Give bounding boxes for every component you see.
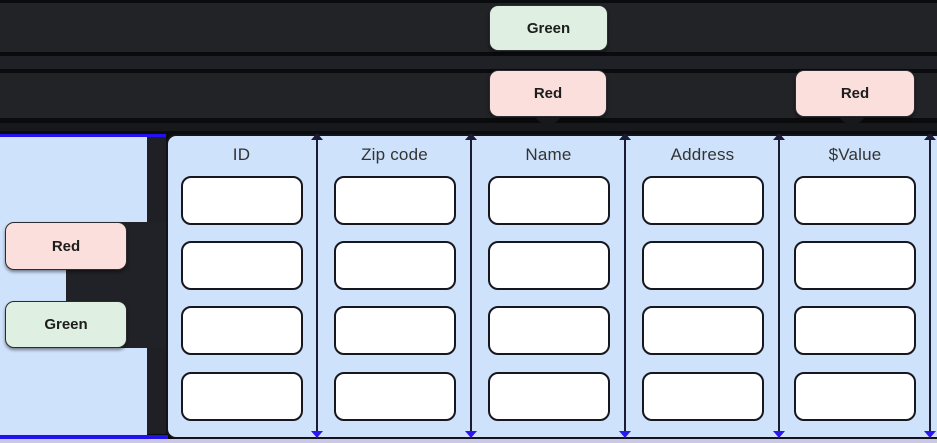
- cell-box[interactable]: [333, 241, 456, 290]
- column-header-name: Name: [525, 144, 572, 164]
- column-divider: [929, 136, 931, 437]
- cell-box[interactable]: [180, 306, 303, 356]
- red-chip-over-name-column[interactable]: Red: [489, 70, 607, 117]
- cell-box[interactable]: [794, 175, 916, 225]
- top-lane-4: [0, 123, 937, 131]
- connector-arrow-up-icon: [465, 133, 477, 140]
- cell-box[interactable]: [487, 371, 610, 421]
- top-lane-2: [0, 56, 937, 69]
- connector-arrow-up-icon: [311, 133, 323, 140]
- cell-box[interactable]: [641, 306, 764, 356]
- cell-box[interactable]: [487, 175, 610, 225]
- cell-box[interactable]: [180, 371, 303, 421]
- table-column-id: ID: [167, 134, 316, 437]
- red-chip-over-value-label: Red: [840, 85, 870, 102]
- cell-box[interactable]: [641, 371, 764, 421]
- cell-box[interactable]: [794, 306, 916, 356]
- panel-bottom-accent-line: [0, 435, 168, 439]
- bottom-strip: [0, 438, 937, 443]
- green-chip-side-panel[interactable]: Green: [5, 301, 127, 348]
- column-divider: [624, 136, 626, 437]
- down-arrow-to-name-column: [535, 117, 561, 131]
- cell-box[interactable]: [794, 371, 916, 421]
- column-divider: [778, 136, 780, 437]
- connector-arrow-up-icon: [619, 133, 631, 140]
- connector-arrow-down-icon: [773, 431, 785, 438]
- connector-arrow-down-icon: [311, 431, 323, 438]
- cell-box[interactable]: [641, 175, 764, 225]
- red-chip-side-label: Red: [51, 237, 81, 255]
- cell-box[interactable]: [333, 371, 456, 421]
- cell-box[interactable]: [794, 241, 916, 290]
- connector-arrow-down-icon: [465, 431, 477, 438]
- cell-box[interactable]: [180, 175, 303, 225]
- table-column-name: Name: [473, 134, 624, 437]
- cell-box[interactable]: [333, 175, 456, 225]
- cell-box[interactable]: [180, 241, 303, 290]
- column-header-value: $Value: [828, 144, 882, 164]
- column-header-address: Address: [670, 144, 735, 164]
- column-header-id: ID: [232, 144, 251, 164]
- connector-arrow-up-icon: [773, 133, 785, 140]
- green-chip-top-label: Green: [526, 19, 571, 37]
- red-chip-over-name-label: Red: [533, 85, 563, 102]
- connector-arrow-up-icon: [924, 133, 936, 140]
- table-column-zip: Zip code: [319, 134, 470, 437]
- column-divider: [316, 136, 318, 437]
- cell-box[interactable]: [641, 241, 764, 290]
- table-column-address: Address: [627, 134, 778, 437]
- green-chip-top[interactable]: Green: [489, 5, 608, 51]
- cell-box[interactable]: [487, 306, 610, 356]
- green-chip-side-label: Green: [44, 316, 88, 333]
- cell-box[interactable]: [333, 306, 456, 356]
- panel-top-accent-line: [0, 134, 166, 137]
- down-arrow-to-value-column: [839, 117, 865, 131]
- connector-arrow-down-icon: [619, 431, 631, 438]
- top-lane-3: [0, 73, 937, 118]
- column-header-zip: Zip code: [361, 144, 428, 164]
- cell-box[interactable]: [487, 241, 610, 290]
- connector-arrow-down-icon: [924, 431, 936, 438]
- table-column-value: $Value: [781, 134, 929, 437]
- column-divider: [470, 136, 472, 437]
- red-chip-over-value-column[interactable]: Red: [795, 70, 915, 117]
- red-chip-side-panel[interactable]: Red: [5, 222, 127, 270]
- top-lane-1: [0, 3, 937, 52]
